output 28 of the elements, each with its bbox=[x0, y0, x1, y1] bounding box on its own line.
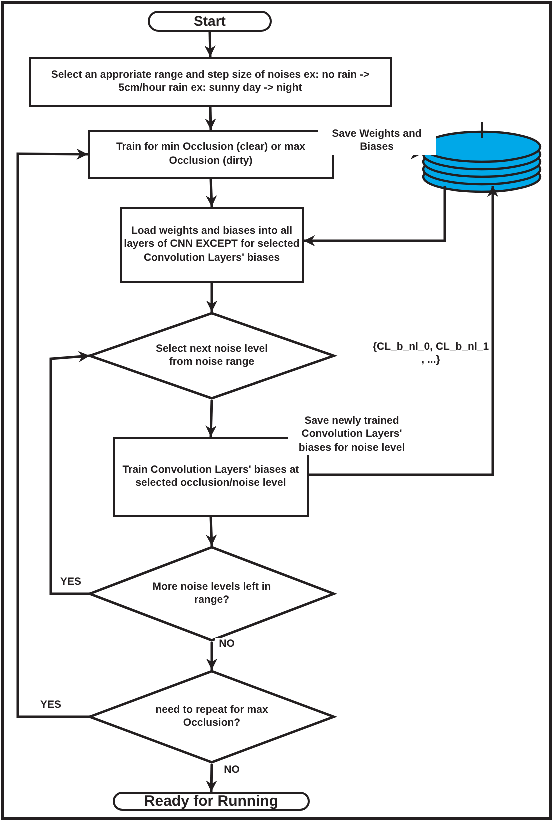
arrow bbox=[206, 283, 218, 312]
arrow bbox=[206, 764, 218, 792]
node-text: need to repeat for max Occlusion? bbox=[154, 704, 270, 730]
arrow bbox=[206, 400, 217, 438]
process-box bbox=[120, 207, 304, 283]
arrow bbox=[309, 186, 499, 476]
arrow bbox=[50, 351, 90, 596]
node-text: Ready for Running bbox=[144, 794, 279, 808]
arrow bbox=[204, 32, 216, 58]
node-text: Start bbox=[194, 14, 226, 28]
arrow bbox=[16, 148, 90, 718]
node-text: Select next noise level from noise range bbox=[154, 342, 270, 370]
node-text: Select an approriate range and step size of noises ex: no rain -> 5cm/hour rain ex: sunny day -> night bbox=[50, 68, 371, 96]
node-text: Train for min Occlusion (clear) or max Occlusion (dirty) bbox=[115, 141, 307, 168]
node-text: Train Convolution Layers' biases at selected occlusion/noise level bbox=[122, 464, 300, 490]
arrow bbox=[206, 178, 218, 208]
terminal-pill bbox=[148, 11, 272, 32]
arrow bbox=[206, 642, 218, 670]
process-box bbox=[88, 130, 334, 179]
node-text: Load weights and biases into all layers of CNN EXCEPT for selected Convolution Layers' biases bbox=[123, 224, 301, 266]
note-text: {CL_b_nl_0, CL_b_nl_1 , ...} bbox=[372, 341, 490, 368]
terminal-pill bbox=[113, 792, 310, 811]
arrow bbox=[206, 516, 218, 546]
edge-label: Save Weights and Biases bbox=[318, 128, 436, 155]
arrow bbox=[304, 186, 446, 247]
arrow bbox=[205, 106, 216, 130]
node-text: More noise levels left in range? bbox=[152, 580, 272, 608]
process-box bbox=[29, 57, 392, 107]
